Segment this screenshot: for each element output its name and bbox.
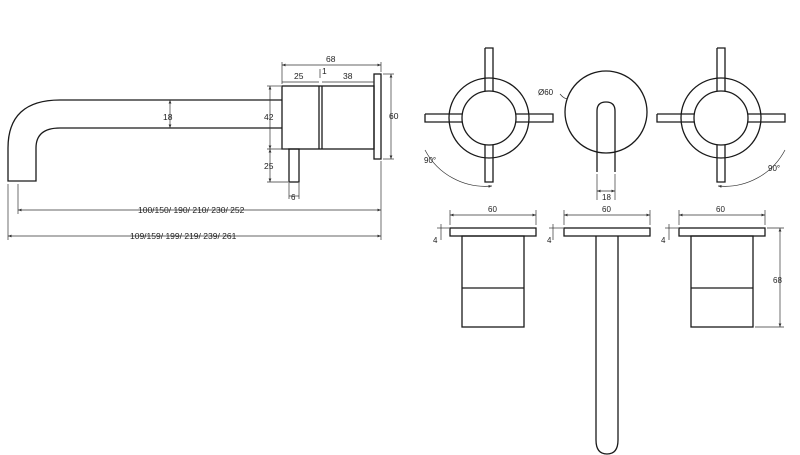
dim-height-42: 42 (264, 112, 274, 122)
bottom-left-width: 60 (488, 205, 497, 214)
dim-reach-b: 109/159/ 199/ 219/ 239/ 261 (130, 231, 237, 241)
bottom-left-valve: 60 4 (433, 205, 537, 328)
bottom-right-valve: 60 4 68 (661, 205, 784, 328)
dim-lever-25: 25 (264, 161, 274, 171)
spout-plate: Ø60 18 (538, 70, 648, 202)
bottom-mid-width: 60 (602, 205, 611, 214)
right-angle-label: 90° (768, 164, 780, 173)
dim-part-38: 38 (343, 71, 353, 81)
bottom-mid-thk: 4 (547, 236, 552, 245)
left-angle-label: 90° (424, 156, 436, 165)
bottom-spout: 60 4 (547, 205, 651, 455)
wall-plate (373, 73, 382, 160)
dim-reach-a: 100/150/ 190/ 210/ 230/ 252 (138, 205, 245, 215)
left-handle: 90° (424, 47, 554, 188)
dim-part-1: 1 (322, 66, 327, 76)
bottom-right-thk: 4 (661, 236, 666, 245)
front-view: 90° Ø60 18 90° (424, 47, 786, 202)
dim-total-width: 68 (326, 54, 336, 64)
spout-width-label: 18 (602, 193, 611, 202)
right-handle: 90° (656, 47, 786, 188)
bottom-depth-label: 68 (773, 276, 782, 285)
lever-stem (288, 148, 300, 183)
dim-height-60: 60 (389, 111, 399, 121)
bottom-right-width: 60 (716, 205, 725, 214)
plate-diameter-label: Ø60 (538, 88, 554, 97)
body-cylinder (281, 85, 375, 150)
bottom-left-thk: 4 (433, 236, 438, 245)
spout-outline (7, 99, 282, 182)
dim-part-25: 25 (294, 71, 304, 81)
bottom-view: 60 4 60 4 60 (433, 205, 784, 455)
dim-lever-6: 6 (291, 193, 296, 202)
dim-spout-18: 18 (163, 112, 173, 122)
side-view: 68 25 1 38 60 42 18 25 6 100/150/ (7, 54, 399, 241)
